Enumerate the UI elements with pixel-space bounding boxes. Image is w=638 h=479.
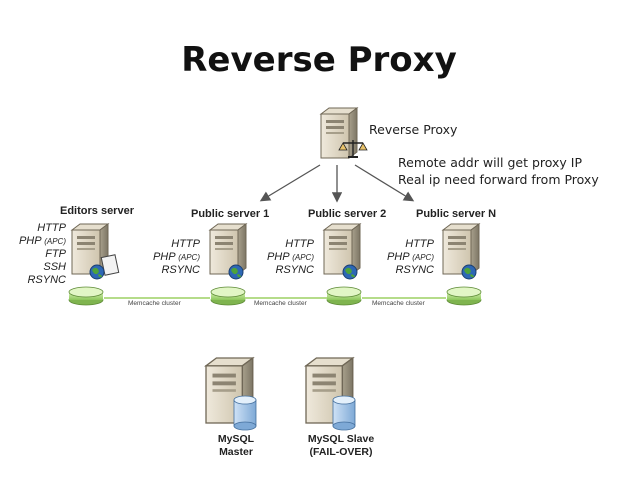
mysql-master-server-icon bbox=[205, 357, 257, 431]
public-2-services-list: HTTP PHP (APC) RSYNC bbox=[258, 238, 314, 277]
arrow-to-public-1 bbox=[259, 164, 321, 202]
arrow-to-public-n bbox=[354, 164, 415, 202]
memcache-label: Memcache cluster bbox=[128, 300, 181, 307]
service-label: RSYNC bbox=[27, 274, 66, 286]
service-label: HTTP bbox=[285, 238, 314, 250]
service-label: RSYNC bbox=[275, 264, 314, 276]
service-label: RSYNC bbox=[395, 264, 434, 276]
public-n-services-list: HTTP PHP (APC) RSYNC bbox=[378, 238, 434, 277]
public-server-1-icon bbox=[209, 223, 247, 280]
service-label: RSYNC bbox=[161, 264, 200, 276]
reverse-proxy-label: Reverse Proxy bbox=[369, 122, 458, 137]
editors-server-name: Editors server bbox=[60, 205, 134, 217]
memcache-label: Memcache cluster bbox=[372, 300, 425, 307]
mysql-slave-line-1: MySQL Slave bbox=[307, 433, 375, 445]
public-server-1-name: Public server 1 bbox=[191, 208, 270, 220]
mysql-slave-line-2: (FAIL-OVER) bbox=[309, 446, 373, 458]
service-label: HTTP bbox=[37, 222, 66, 234]
mysql-slave-server-icon bbox=[305, 357, 356, 431]
service-label: SSH bbox=[43, 261, 66, 273]
public-server-2-icon bbox=[323, 223, 361, 280]
service-label: PHP (APC) bbox=[18, 235, 66, 247]
service-label: PHP (APC) bbox=[152, 251, 200, 263]
memcache-label: Memcache cluster bbox=[254, 300, 307, 307]
service-label: PHP (APC) bbox=[266, 251, 314, 263]
mysql-master-line-2: Master bbox=[219, 446, 253, 458]
mysql-master-line-1: MySQL bbox=[217, 433, 255, 445]
service-label: FTP bbox=[45, 248, 66, 260]
mysql-slave-label: MySQL Slave (FAIL-OVER) bbox=[296, 433, 386, 459]
public-server-n-icon bbox=[442, 223, 480, 280]
public-server-2-name: Public server 2 bbox=[308, 208, 387, 220]
memcache-disk-icon bbox=[326, 286, 362, 306]
proxy-note-line-2: Real ip need forward from Proxy bbox=[398, 172, 599, 187]
proxy-note-line-1: Remote addr will get proxy IP bbox=[398, 155, 583, 170]
balance-scale-icon bbox=[338, 140, 368, 158]
memcache-disk-icon bbox=[68, 286, 104, 306]
service-label: PHP (APC) bbox=[386, 251, 434, 263]
public-1-services-list: HTTP PHP (APC) RSYNC bbox=[144, 238, 200, 277]
editors-server-icon bbox=[71, 223, 120, 280]
memcache-disk-icon bbox=[446, 286, 482, 306]
page-title: Reverse Proxy bbox=[181, 40, 457, 80]
mysql-master-label: MySQL Master bbox=[206, 433, 266, 459]
reverse-proxy-server-icon bbox=[320, 107, 368, 159]
service-label: HTTP bbox=[405, 238, 434, 250]
public-server-n-name: Public server N bbox=[416, 208, 497, 220]
service-label: HTTP bbox=[171, 238, 200, 250]
editors-services-list: HTTP PHP (APC) FTP SSH RSYNC bbox=[8, 222, 66, 287]
memcache-disk-icon bbox=[210, 286, 246, 306]
